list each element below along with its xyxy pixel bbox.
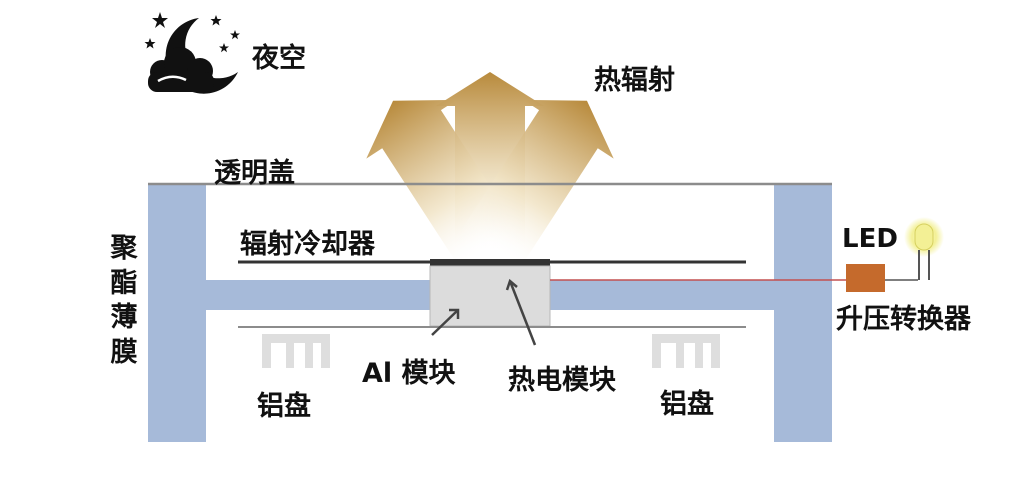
cooler-contact-plate xyxy=(430,259,550,266)
aluminum-tray-right-label: 铝盘 xyxy=(660,389,714,420)
pointer-arrows xyxy=(431,278,537,346)
module-block xyxy=(429,265,551,327)
polyester-film-frame xyxy=(148,184,832,442)
polyester-film-label: 聚 酯 薄 膜 xyxy=(104,232,144,370)
led-icon xyxy=(904,217,944,280)
polyester-film-char: 酯 xyxy=(110,267,138,299)
polyester-film-char: 膜 xyxy=(110,336,138,368)
polyester-film-char: 聚 xyxy=(110,233,138,264)
polyester-film-char: 薄 xyxy=(110,302,138,334)
aluminum-tray-left-label: 铝盘 xyxy=(257,391,311,422)
thermoelectric-module-label: 热电模块 xyxy=(508,365,616,396)
thermal-radiation-label: 热辐射 xyxy=(594,65,675,96)
up-arrow-icon xyxy=(366,72,614,270)
transparent-cover-label: 透明盖 xyxy=(214,158,295,189)
boost-converter-box xyxy=(846,264,885,292)
aluminum-tray-right xyxy=(652,334,720,368)
night-sky-label: 夜空 xyxy=(252,43,306,74)
star-icon xyxy=(144,12,240,53)
led-label: LED xyxy=(842,224,898,254)
al-module-label: Al 模块 xyxy=(362,358,456,389)
moon-cloud-icon xyxy=(148,18,238,94)
aluminum-tray-left xyxy=(262,334,330,368)
boost-converter-label: 升压转换器 xyxy=(836,304,971,335)
radiative-cooler-label: 辐射冷却器 xyxy=(240,229,375,260)
